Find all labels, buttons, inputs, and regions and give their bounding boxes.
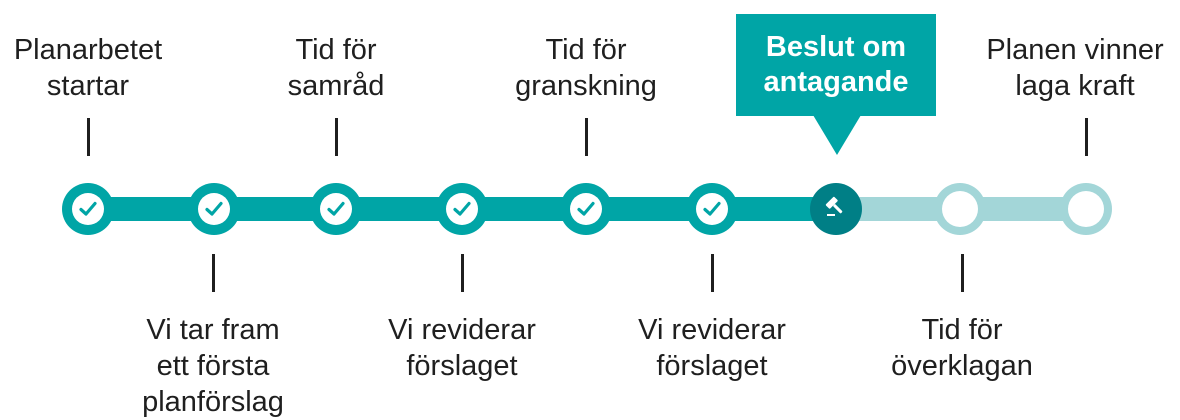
check-icon xyxy=(570,193,602,225)
current-step-callout: Beslut om antagande xyxy=(736,14,936,116)
step-5-label: Tid för granskning xyxy=(515,34,657,102)
step-3-label: Tid för samråd xyxy=(287,34,385,102)
step-7-marker xyxy=(810,183,862,235)
step-4-marker xyxy=(436,183,488,235)
check-icon xyxy=(72,193,104,225)
step-8-label: Tid för överklagan xyxy=(891,314,1033,382)
step-9-connector xyxy=(1085,118,1088,156)
step-9-label: Planen vinner laga kraft xyxy=(986,34,1164,102)
step-9-marker xyxy=(1060,183,1112,235)
gavel-icon xyxy=(824,195,848,224)
check-icon xyxy=(696,193,728,225)
step-2-marker xyxy=(188,183,240,235)
step-8-connector xyxy=(961,254,964,292)
check-icon xyxy=(320,193,352,225)
step-5-marker xyxy=(560,183,612,235)
step-6-connector xyxy=(711,254,714,292)
step-3-marker xyxy=(310,183,362,235)
step-4-connector xyxy=(461,254,464,292)
step-6-marker xyxy=(686,183,738,235)
step-2-connector xyxy=(212,254,215,292)
step-2-label: Vi tar fram ett första planförslag xyxy=(142,314,284,418)
empty-circle-icon xyxy=(1068,191,1104,227)
step-4-label: Vi reviderar förslaget xyxy=(388,314,536,382)
step-1-connector xyxy=(87,118,90,156)
callout-pointer xyxy=(813,115,861,155)
step-5-connector xyxy=(585,118,588,156)
check-icon xyxy=(198,193,230,225)
check-icon xyxy=(446,193,478,225)
step-3-connector xyxy=(335,118,338,156)
empty-circle-icon xyxy=(942,191,978,227)
step-1-label: Planarbetet startar xyxy=(13,34,163,102)
step-1-marker xyxy=(62,183,114,235)
step-6-label: Vi reviderar förslaget xyxy=(638,314,786,382)
step-8-marker xyxy=(934,183,986,235)
